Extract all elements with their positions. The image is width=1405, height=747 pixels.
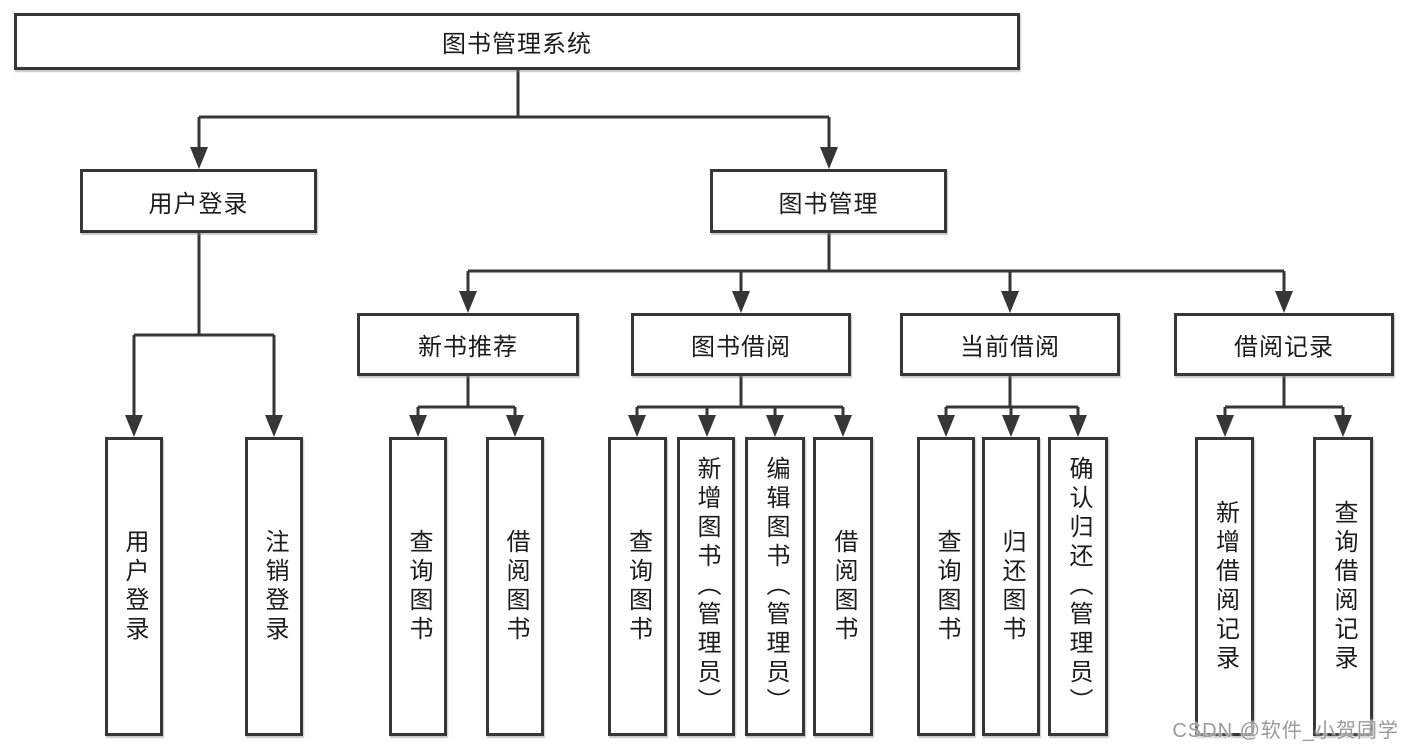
arrowhead	[1069, 415, 1087, 437]
arrowhead	[766, 415, 784, 437]
node-book-management: 图书管理	[710, 169, 947, 233]
arrowhead	[1334, 415, 1352, 437]
node-current-borrow: 当前借阅	[900, 313, 1120, 376]
node-borrow-records: 借阅记录	[1174, 313, 1394, 376]
arrowhead	[506, 415, 524, 437]
leaf-borrow-borrow-book: 借阅图书	[813, 437, 873, 736]
leaf-records-query-record: 查询借阅记录	[1313, 437, 1373, 736]
leaf-user-login: 用户登录	[105, 437, 163, 736]
arrowhead	[1002, 415, 1020, 437]
leaf-recommend-borrow-book: 借阅图书	[486, 437, 544, 736]
arrowhead	[125, 415, 143, 437]
arrowhead	[1275, 291, 1293, 313]
arrowhead	[937, 415, 955, 437]
arrowhead	[628, 415, 646, 437]
arrowhead	[265, 415, 283, 437]
connector-path	[132, 70, 1345, 417]
leaf-current-query-book: 查询图书	[917, 437, 975, 736]
arrowhead	[1216, 415, 1234, 437]
arrowhead	[834, 415, 852, 437]
arrowhead	[1001, 291, 1019, 313]
leaf-borrow-add-book-admin: 新增图书（管理员）	[677, 437, 735, 736]
leaf-borrow-edit-book-admin: 编辑图书（管理员）	[745, 437, 805, 736]
arrowhead	[820, 147, 838, 169]
node-user-login: 用户登录	[80, 169, 317, 233]
arrowhead	[190, 147, 208, 169]
csdn-watermark: CSDN @软件_小贺同学	[1172, 720, 1399, 742]
leaf-records-add-record: 新增借阅记录	[1195, 437, 1254, 736]
arrowhead	[732, 291, 750, 313]
node-book-borrow: 图书借阅	[631, 313, 851, 376]
leaf-logout: 注销登录	[245, 437, 303, 736]
leaf-current-return-book: 归还图书	[982, 437, 1040, 736]
node-new-book-recommend: 新书推荐	[357, 313, 579, 376]
arrowhead	[698, 415, 716, 437]
arrowhead	[409, 415, 427, 437]
leaf-current-confirm-return-admin: 确认归还（管理员）	[1048, 437, 1108, 736]
node-root: 图书管理系统	[14, 13, 1020, 70]
leaf-borrow-query-book: 查询图书	[608, 437, 667, 736]
leaf-recommend-query-book: 查询图书	[389, 437, 447, 736]
arrowhead	[459, 291, 477, 313]
